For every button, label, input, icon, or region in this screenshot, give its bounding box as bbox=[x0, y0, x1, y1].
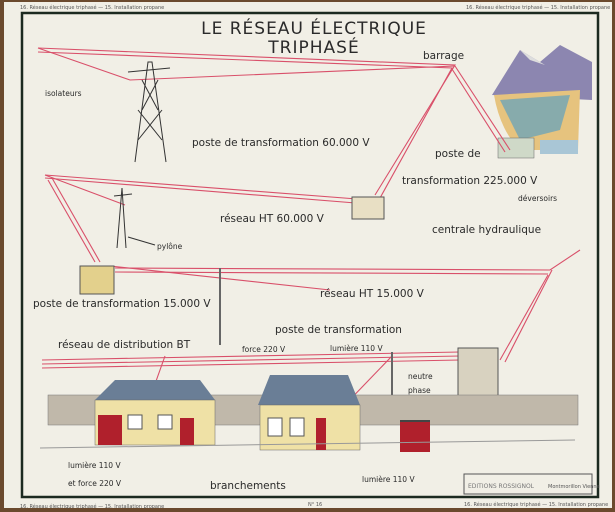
label-lumiere-110-top: lumière 110 V bbox=[330, 344, 383, 353]
label-centrale: centrale hydraulique bbox=[432, 224, 541, 236]
label-lumiere-110-bottom: lumière 110 V bbox=[362, 475, 415, 484]
label-lumiere-110-left: lumière 110 V bbox=[68, 461, 121, 470]
transformer-60000 bbox=[351, 196, 385, 220]
label-pylone: pylône bbox=[157, 242, 183, 251]
label-poste-60000: poste de transformation 60.000 V bbox=[192, 137, 370, 149]
label-reseau-ht-60000: réseau HT 60.000 V bbox=[220, 213, 325, 225]
label-poste-15000: poste de transformation 15.000 V bbox=[33, 298, 211, 310]
strip-top-right: 16. Réseau électrique triphasé — 15. Ins… bbox=[466, 4, 610, 11]
publisher-box bbox=[463, 473, 593, 495]
label-barrage: barrage bbox=[423, 50, 464, 62]
label-deversoirs: déversoirs bbox=[518, 194, 557, 203]
pylon-large bbox=[127, 61, 171, 163]
strip-bottom-right: 16. Réseau électrique triphasé — 15. Ins… bbox=[464, 501, 608, 508]
label-phase: phase bbox=[408, 386, 431, 395]
label-poste-transformation: poste de transformation bbox=[275, 324, 402, 336]
label-branchements: branchements bbox=[210, 480, 286, 492]
strip-top-left: 16. Réseau électrique triphasé — 15. Ins… bbox=[20, 4, 164, 11]
transformer-15000 bbox=[79, 265, 115, 295]
labels: barrage isolateurs poste de transformati… bbox=[33, 50, 557, 492]
label-force-220-left: et force 220 V bbox=[68, 479, 122, 488]
label-poste-225000-line1: poste de bbox=[435, 148, 481, 160]
label-poste-225000-line2: transformation 225.000 V bbox=[402, 175, 538, 187]
road bbox=[39, 439, 576, 449]
frame bbox=[20, 11, 600, 499]
publisher-name: EDITIONS ROSSIGNOL bbox=[468, 483, 535, 490]
publisher-city: Montmorillon Vienne bbox=[548, 484, 600, 490]
label-isolateurs: isolateurs bbox=[45, 89, 82, 98]
house-left bbox=[94, 380, 216, 446]
dam-illustration bbox=[492, 45, 592, 159]
pylon-small bbox=[113, 187, 156, 249]
strip-bottom-left: 16. Réseau électrique triphasé — 15. Ins… bbox=[20, 503, 164, 510]
label-force-220: force 220 V bbox=[242, 345, 286, 354]
gate bbox=[400, 422, 430, 452]
label-reseau-bt: réseau de distribution BT bbox=[58, 339, 191, 351]
label-reseau-ht-15000: réseau HT 15.000 V bbox=[320, 288, 425, 300]
wires bbox=[37, 47, 581, 413]
house-right bbox=[258, 375, 361, 451]
poster-number: N° 16 bbox=[308, 502, 322, 508]
title-line1: LE RÉSEAU ÉLECTRIQUE bbox=[201, 17, 427, 39]
title-line2: TRIPHASÉ bbox=[267, 36, 359, 58]
label-neutre: neutre bbox=[408, 372, 433, 381]
